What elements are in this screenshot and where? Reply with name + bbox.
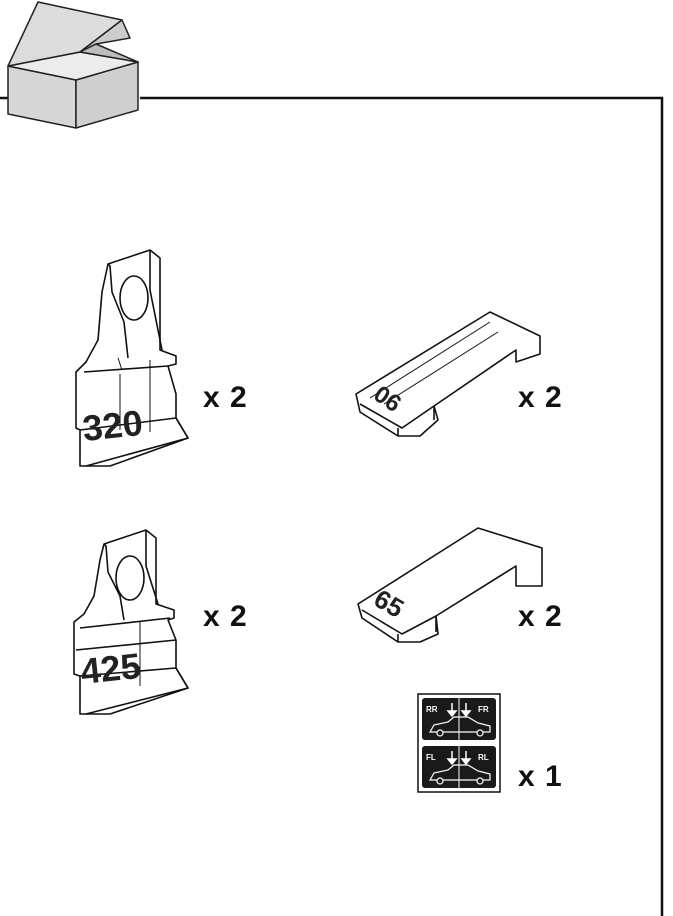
bracket-425 — [73, 529, 189, 715]
box-icon — [7, 1, 139, 129]
bracket-320-quantity: x 2 — [203, 381, 248, 414]
sticker-label-rr: RR — [426, 705, 438, 714]
car-icon — [428, 716, 491, 737]
car-icon — [428, 764, 491, 785]
pad-65-quantity: x 2 — [518, 600, 563, 633]
arrow-down-icon — [446, 703, 472, 766]
bracket-320 — [75, 249, 189, 467]
position-sticker: RR FR FL RL — [417, 693, 501, 793]
sticker-label-rl: RL — [478, 753, 489, 762]
pad-06 — [355, 311, 541, 437]
position-sticker-quantity: x 1 — [518, 760, 563, 793]
bracket-320-number: 320 — [81, 402, 145, 449]
bracket-425-number: 425 — [79, 645, 143, 692]
pad-06-quantity: x 2 — [518, 381, 563, 414]
bracket-425-quantity: x 2 — [203, 600, 248, 633]
pad-65 — [357, 527, 543, 643]
sticker-label-fr: FR — [478, 705, 489, 714]
sticker-label-fl: FL — [426, 753, 436, 762]
